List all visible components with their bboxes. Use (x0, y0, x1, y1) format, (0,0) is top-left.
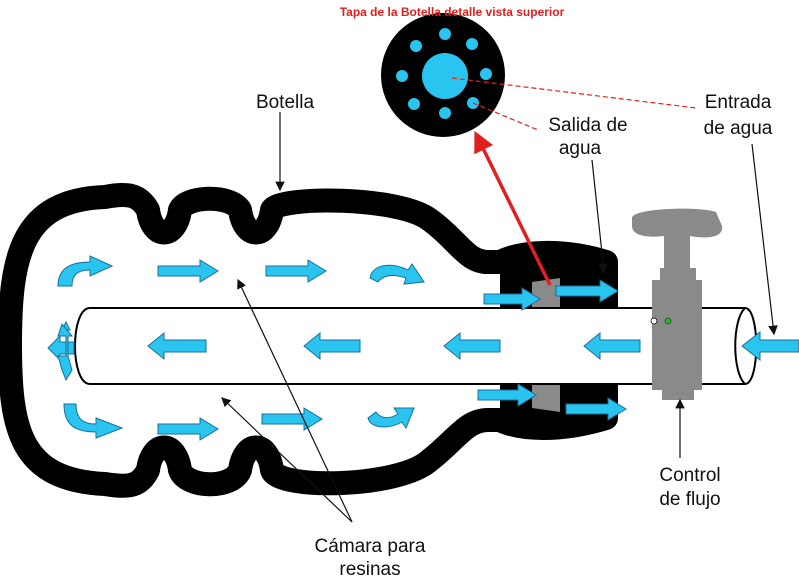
flow-arrow-icon (483, 287, 541, 311)
flow-arrow-icon (443, 331, 501, 361)
flow-arrow-icon (147, 331, 207, 361)
flow-arrow-icon (367, 407, 415, 430)
valve-indicator-green (664, 317, 672, 325)
flow-arrow-icon (63, 403, 124, 439)
leader-entrada (751, 143, 778, 336)
cap-inner-top (532, 278, 560, 312)
label-salida-line2: agua (559, 138, 602, 159)
cap-inner-bottom (532, 380, 560, 412)
leader-camara-b (221, 397, 353, 523)
flow-arrow-icon (157, 259, 219, 283)
flow-arrow-icon (565, 397, 627, 421)
flow-arrow-icon (57, 255, 114, 287)
label-botella: Botella (256, 92, 315, 113)
flow-arrow-icon (265, 259, 327, 283)
flow-arrow-icon (741, 330, 799, 362)
valve-icon (632, 208, 723, 400)
cap-hole-icon (439, 107, 451, 119)
flow-arrow-icon (157, 417, 219, 441)
label-camara-line1: Cámara para (315, 536, 426, 557)
leader-dashed-entrada (451, 77, 697, 109)
leader-camara-a (237, 278, 353, 523)
label-entrada-line2: de agua (704, 118, 773, 139)
valve-indicator-white (650, 317, 658, 325)
cap-hole-icon (480, 68, 492, 80)
flow-arrow-icon (303, 331, 361, 361)
flow-arrow-icon (555, 279, 619, 303)
flow-arrows (47, 255, 799, 441)
label-entrada-line1: Entrada (705, 92, 772, 113)
tube-end (734, 307, 746, 385)
flow-arrow-icon (583, 331, 641, 361)
cap-top-view (381, 13, 505, 137)
bottle-outline (0, 182, 618, 498)
flow-arrow-icon (477, 383, 537, 407)
flow-arrow-icon (261, 407, 323, 431)
leader-dashed-salida (472, 102, 539, 131)
label-salida-line1: Salida de (548, 115, 627, 136)
highlight-arrow (474, 130, 552, 286)
cap-hole-icon (466, 38, 478, 50)
cap-center-hole (422, 53, 468, 99)
label-control-line2: de flujo (659, 489, 720, 510)
label-camara-line2: resinas (339, 559, 400, 580)
cap-hole-icon (410, 40, 422, 52)
cap-hole-icon (439, 28, 451, 40)
cap-hole-icon (396, 70, 408, 82)
cap-hole-icon (408, 98, 420, 110)
label-control-line1: Control (659, 465, 720, 486)
flow-arrow-icon (369, 263, 425, 285)
leader-salida (591, 159, 608, 274)
diagram-title: Tapa de la Botella detalle vista superio… (340, 5, 565, 19)
flow-arrow-icon (57, 322, 74, 382)
